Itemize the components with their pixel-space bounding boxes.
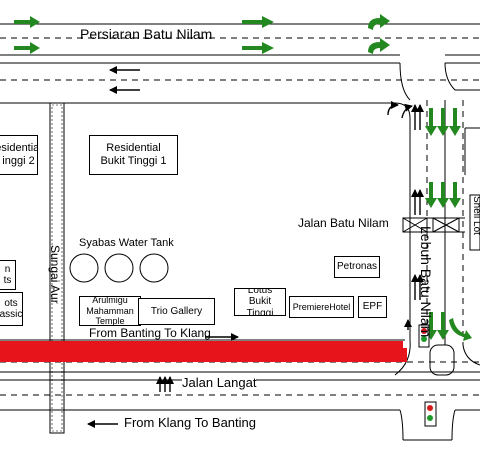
epf-building: EPF [358, 296, 387, 318]
green-arrow-right [242, 16, 274, 28]
persiaran-batu-nilam-label: Persiaran Batu Nilam [80, 26, 213, 42]
green-arrow-down [437, 312, 449, 340]
water-tank-circles [69, 253, 169, 283]
klang-to-banting-label: From Klang To Banting [124, 415, 256, 430]
shell-station-label: Shell Lot [471, 196, 480, 235]
syabas-water-tank-label: Syabas Water Tank [79, 237, 174, 249]
residential-bukit-tinggi-2: esidentialinggi 2 [0, 135, 38, 175]
green-arrow-down [437, 108, 449, 136]
petronas-station: Petronas [334, 256, 380, 278]
lebuh-batu-nilam-label: Lebuh Batu Nilam [418, 226, 434, 338]
green-arrow-right [14, 16, 40, 28]
green-arrow-down [425, 108, 437, 136]
green-arrow-down [449, 108, 461, 136]
arrow-turn [401, 103, 413, 119]
green-arrow-turn [449, 318, 472, 341]
green-arrow-uturn [368, 38, 390, 54]
green-arrow-right [242, 42, 274, 54]
jalan-langat-label: Jalan Langat [182, 375, 257, 391]
jalan-batu-nilam-junction [402, 194, 480, 251]
banting-to-klang-label: From Banting To Klang [89, 326, 211, 340]
persiaran-batu-nilam-road [0, 23, 480, 104]
green-arrow-right [14, 42, 40, 54]
lebuh-batu-nilam-road [394, 62, 480, 345]
green-arrow-down [437, 182, 449, 208]
sungai-aur-label: Sungai Aur [48, 245, 62, 304]
traffic-signal-north [418, 324, 430, 348]
traffic-signal-south [424, 401, 437, 427]
arrow-turn [387, 101, 399, 116]
black-lane-arrows [87, 66, 424, 428]
top-road-green-arrows [14, 14, 390, 54]
trio-gallery: Trio Gallery [138, 298, 215, 325]
jalan-batu-nilam-label: Jalan Batu Nilam [298, 216, 389, 231]
premiere-hotel: PremiereHotel [289, 296, 354, 318]
green-arrow-down [425, 182, 437, 208]
green-arrow-uturn [368, 14, 390, 30]
congestion-band [0, 341, 407, 362]
green-arrow-down [449, 182, 461, 208]
